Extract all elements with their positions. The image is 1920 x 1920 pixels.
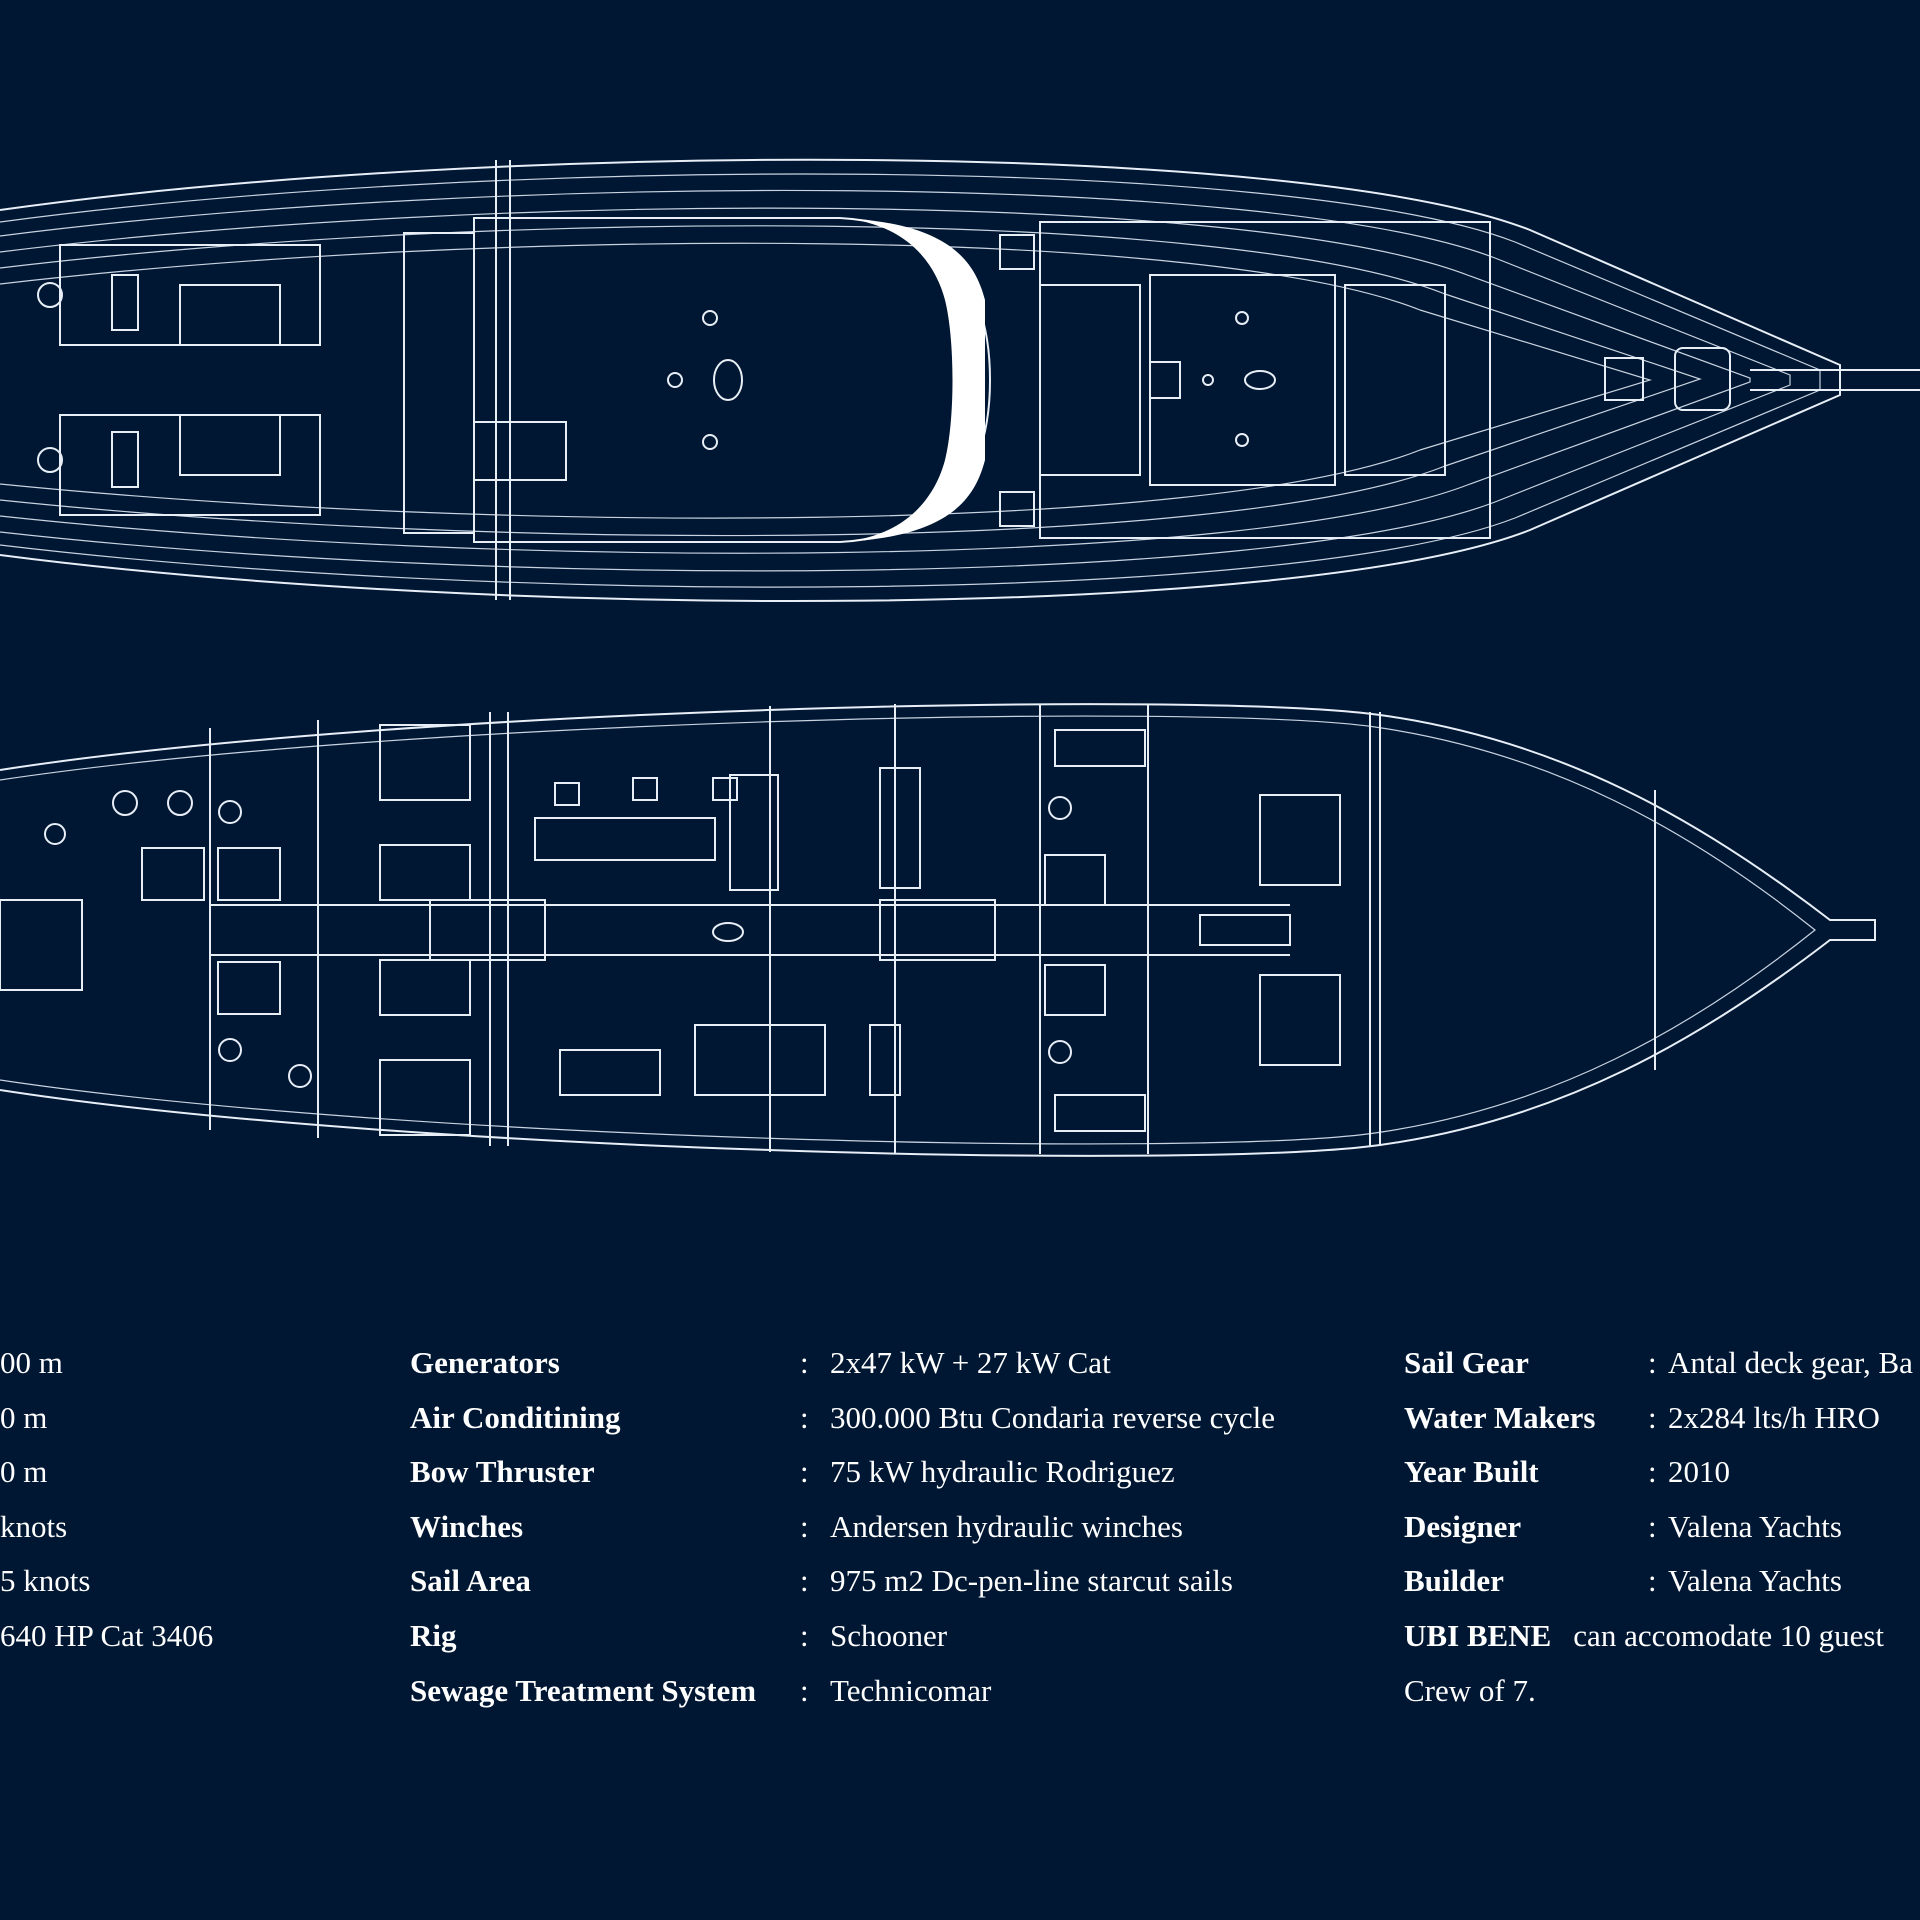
specs-middle: Generators : 2x47 kW + 27 kW Cat Air Con…: [410, 1336, 1310, 1718]
deck-saloon-roof: [473, 217, 992, 543]
spec-separator: :: [1648, 1345, 1657, 1380]
spec-value: 300.000 Btu Condaria reverse cycle: [830, 1399, 1276, 1435]
spec-label: Air Conditining: [410, 1399, 621, 1435]
spec-value: Valena Yachts: [1668, 1508, 1842, 1544]
spec-value: 0 m: [0, 1399, 48, 1435]
spec-row-rig: Rig : Schooner: [410, 1609, 1310, 1664]
spec-label: Designer: [1404, 1508, 1522, 1544]
spec-value: Technicomar: [830, 1672, 992, 1708]
spec-separator: :: [800, 1399, 809, 1435]
spec-separator: :: [1648, 1399, 1657, 1435]
specs-right: Sail Gear : Antal deck gear, Ba Water Ma…: [1404, 1336, 1920, 1718]
spec-label: Winches: [410, 1508, 524, 1544]
spec-row-designer: Designer : Valena Yachts: [1404, 1500, 1920, 1555]
lower-deck-bulkheads: [209, 704, 1381, 1154]
spec-label: Sail Gear: [1404, 1345, 1529, 1380]
spec-row-generators: Generators : 2x47 kW + 27 kW Cat: [410, 1336, 1310, 1391]
yacht-name: UBI BENE: [1404, 1617, 1552, 1653]
spec-value: 75 kW hydraulic Rodriguez: [830, 1454, 1175, 1490]
spec-separator: :: [1648, 1563, 1657, 1599]
spec-row-sail-area: Sail Area : 975 m2 Dc-pen-line starcut s…: [410, 1554, 1310, 1609]
spec-value: knots: [0, 1508, 68, 1544]
spec-value: 640 HP Cat 3406: [0, 1617, 214, 1653]
spec-separator: :: [800, 1454, 809, 1490]
spec-row-sail-gear: Sail Gear : Antal deck gear, Ba: [1404, 1336, 1920, 1391]
spec-separator: :: [800, 1345, 809, 1380]
deck-plan-drawing: [0, 130, 1920, 630]
spec-separator: :: [800, 1617, 809, 1653]
spec-row-sewage: Sewage Treatment System : Technicomar: [410, 1664, 1310, 1719]
spec-label: Water Makers: [1404, 1399, 1596, 1435]
spec-value: 0 m: [0, 1454, 48, 1490]
spec-separator: :: [800, 1672, 809, 1708]
spec-value: Andersen hydraulic winches: [830, 1508, 1183, 1544]
deck-bowsprit: [1604, 347, 1920, 411]
crew-note: Crew of 7.: [1404, 1664, 1920, 1719]
spec-label: Bow Thruster: [410, 1454, 595, 1490]
spec-value: 2x47 kW + 27 kW Cat: [830, 1345, 1111, 1380]
crew-text: Crew of 7.: [1404, 1672, 1536, 1708]
spec-value: Antal deck gear, Ba: [1668, 1345, 1913, 1380]
spec-separator: :: [800, 1508, 809, 1544]
spec-row-air-conditioning: Air Conditining : 300.000 Btu Condaria r…: [410, 1391, 1310, 1446]
spec-row-year-built: Year Built : 2010: [1404, 1445, 1920, 1500]
lower-deck-saloon: [534, 767, 921, 1096]
capacity-text: can accomodate 10 guest: [1573, 1617, 1885, 1653]
lower-deck-corridor: [210, 899, 1291, 961]
lower-deck-cabins: [0, 724, 1341, 1136]
spec-value: Valena Yachts: [1668, 1563, 1842, 1599]
deck-fore-seating: [999, 221, 1491, 539]
spec-value: 5 knots: [0, 1563, 91, 1599]
spec-value: 2010: [1668, 1454, 1730, 1490]
spec-label: Rig: [410, 1617, 457, 1653]
spec-value: 975 m2 Dc-pen-line starcut sails: [830, 1563, 1233, 1599]
spec-separator: :: [1648, 1508, 1657, 1544]
lower-deck-plan-drawing: [0, 690, 1920, 1180]
spec-label: Year Built: [1404, 1454, 1539, 1490]
spec-row-water-makers: Water Makers : 2x284 lts/h HRO: [1404, 1391, 1920, 1446]
deck-hull: [0, 158, 1841, 602]
spec-value: Schooner: [830, 1617, 948, 1653]
lower-deck-hull: [0, 703, 1876, 1157]
spec-separator: :: [1648, 1454, 1657, 1490]
spec-value: 2x284 lts/h HRO: [1668, 1399, 1880, 1435]
spec-row-winches: Winches : Andersen hydraulic winches: [410, 1500, 1310, 1555]
spec-row-builder: Builder : Valena Yachts: [1404, 1554, 1920, 1609]
deck-aft-structures: [37, 232, 475, 534]
spec-separator: :: [800, 1563, 809, 1599]
spec-label: Generators: [410, 1345, 560, 1380]
spec-label: Sail Area: [410, 1563, 531, 1599]
spec-label: Sewage Treatment System: [410, 1672, 757, 1708]
spec-value: 00 m: [0, 1345, 63, 1380]
spec-row-bow-thruster: Bow Thruster : 75 kW hydraulic Rodriguez: [410, 1445, 1310, 1500]
spec-label: Builder: [1404, 1563, 1504, 1599]
capacity-note: UBI BENE can accomodate 10 guest: [1404, 1609, 1920, 1664]
